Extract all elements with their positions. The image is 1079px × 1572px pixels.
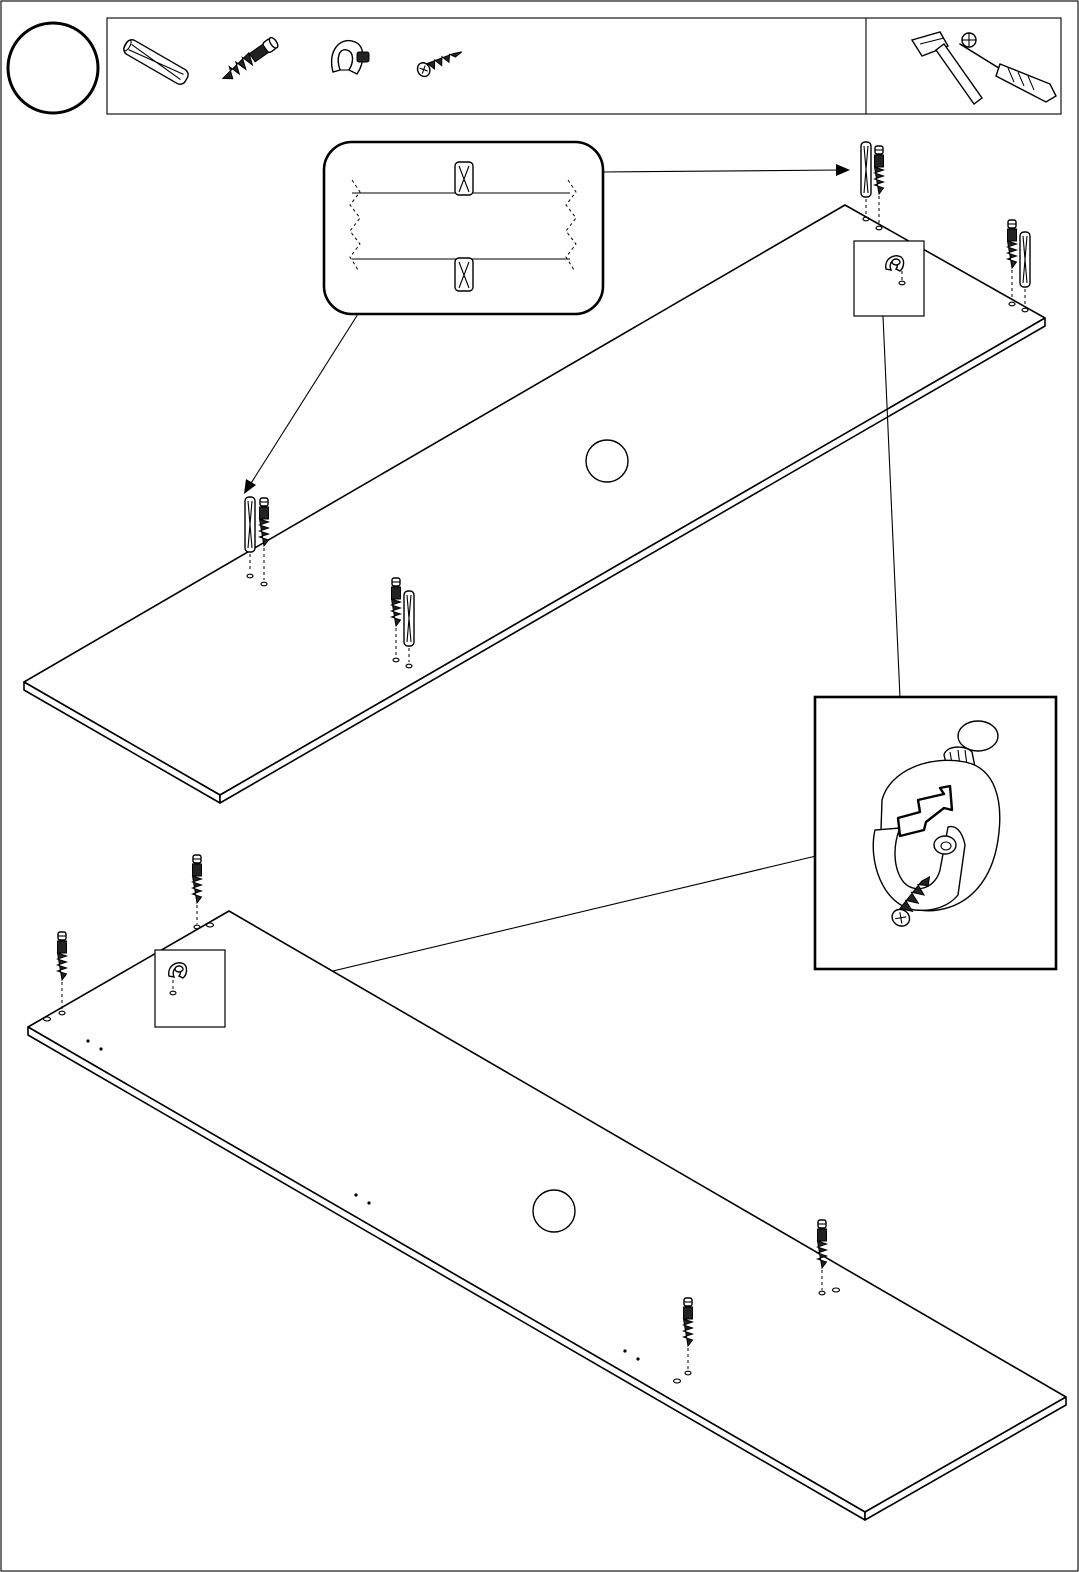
parts-header: [107, 18, 1061, 114]
shelf-clip-icon: [332, 41, 369, 74]
upper-clip-inset: [854, 241, 924, 316]
wooden-dowel-icon: [121, 37, 190, 86]
dowel-detail-callout: [324, 142, 603, 314]
lower-panel-marker: [533, 1190, 575, 1232]
wood-screw-icon: [415, 46, 464, 79]
lower-clip-inset: [155, 950, 225, 1027]
clip-detail-callout: [815, 697, 1056, 969]
lower-left-cam-bolt: [58, 932, 67, 1015]
step-number-circle: [8, 23, 98, 113]
cam-bolt-icon: [219, 36, 279, 83]
upper-panel-marker: [586, 440, 628, 482]
lower-top-cam-bolt: [193, 855, 202, 929]
